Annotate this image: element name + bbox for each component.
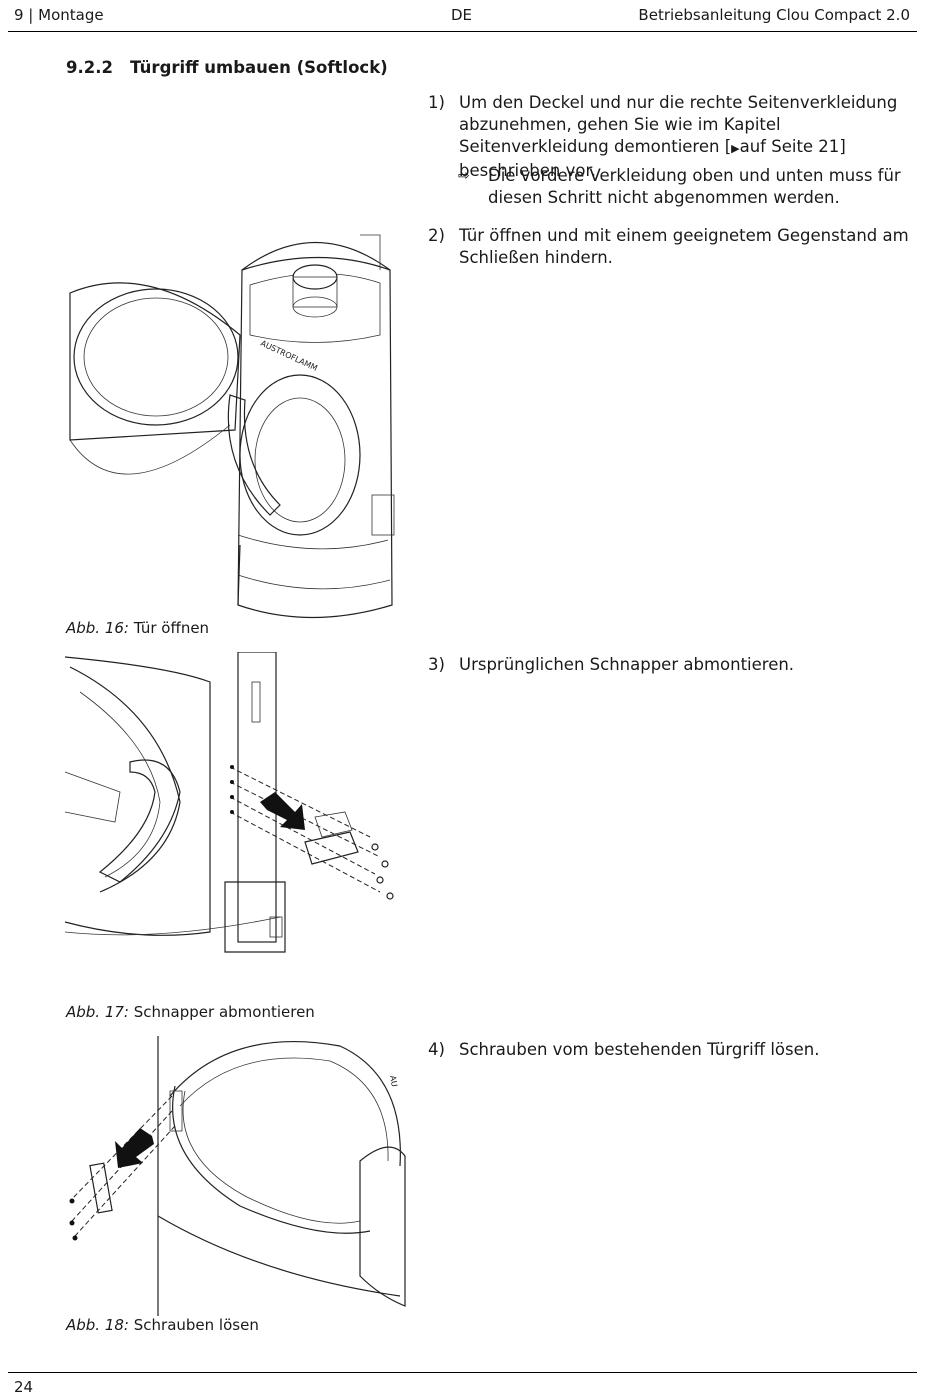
step-text: Schrauben vom bestehenden Türgriff lösen… <box>459 1040 820 1059</box>
step-text: Um den Deckel und nur die rechte Seitenv… <box>459 93 898 180</box>
header-chapter: 9 | Montage <box>14 6 104 24</box>
figure-17-caption: Abb. 17: Schnapper abmontieren <box>66 1003 315 1021</box>
step-4: 4) Schrauben vom bestehenden Türgriff lö… <box>428 1039 918 1061</box>
stove-open-door-illustration: AUSTROFLAMM <box>69 234 395 619</box>
header-document-title: Betriebsanleitung Clou Compact 2.0 <box>638 6 910 24</box>
page-reference-link[interactable]: auf Seite 21 <box>739 137 840 156</box>
page-number: 24 <box>14 1378 34 1396</box>
step-text: Ursprünglichen Schnapper abmontieren. <box>459 655 795 674</box>
section-heading: 9.2.2 Türgriff umbauen (Softlock) <box>66 58 388 77</box>
step-number: 2) <box>428 226 445 245</box>
result-text: Die vordere Verkleidung oben und unten m… <box>488 166 901 207</box>
header-language: DE <box>451 6 473 24</box>
step-1: 1) Um den Deckel und nur die rechte Seit… <box>428 92 918 182</box>
section-number: 9.2.2 <box>66 58 113 77</box>
step-1-result: ⇨ Die vordere Verkleidung oben und unten… <box>458 165 918 209</box>
figure-18-caption: Abb. 18: Schrauben lösen <box>66 1316 259 1334</box>
brand-logo-text: AUSTROFLAMM <box>259 339 319 373</box>
result-arrow-icon: ⇨ <box>458 168 470 184</box>
brand-logo-fragment: AU <box>388 1075 399 1088</box>
step-number: 4) <box>428 1040 445 1059</box>
step-text: Tür öffnen und mit einem geeignetem Gege… <box>459 226 909 267</box>
header-rule <box>8 31 917 32</box>
step-number: 3) <box>428 655 445 674</box>
figure-16-caption: Abb. 16: Tür öffnen <box>66 619 210 637</box>
play-arrow-icon: ▶ <box>731 142 740 155</box>
step-3: 3) Ursprünglichen Schnapper abmontieren. <box>428 654 918 676</box>
door-handle-screws-illustration: AU <box>69 1036 406 1316</box>
footer-rule <box>8 1372 917 1373</box>
step-number: 1) <box>428 93 445 112</box>
section-title: Türgriff umbauen (Softlock) <box>130 58 388 77</box>
step-2: 2) Tür öffnen und mit einem geeignetem G… <box>428 225 918 269</box>
latch-removal-illustration <box>64 652 394 953</box>
